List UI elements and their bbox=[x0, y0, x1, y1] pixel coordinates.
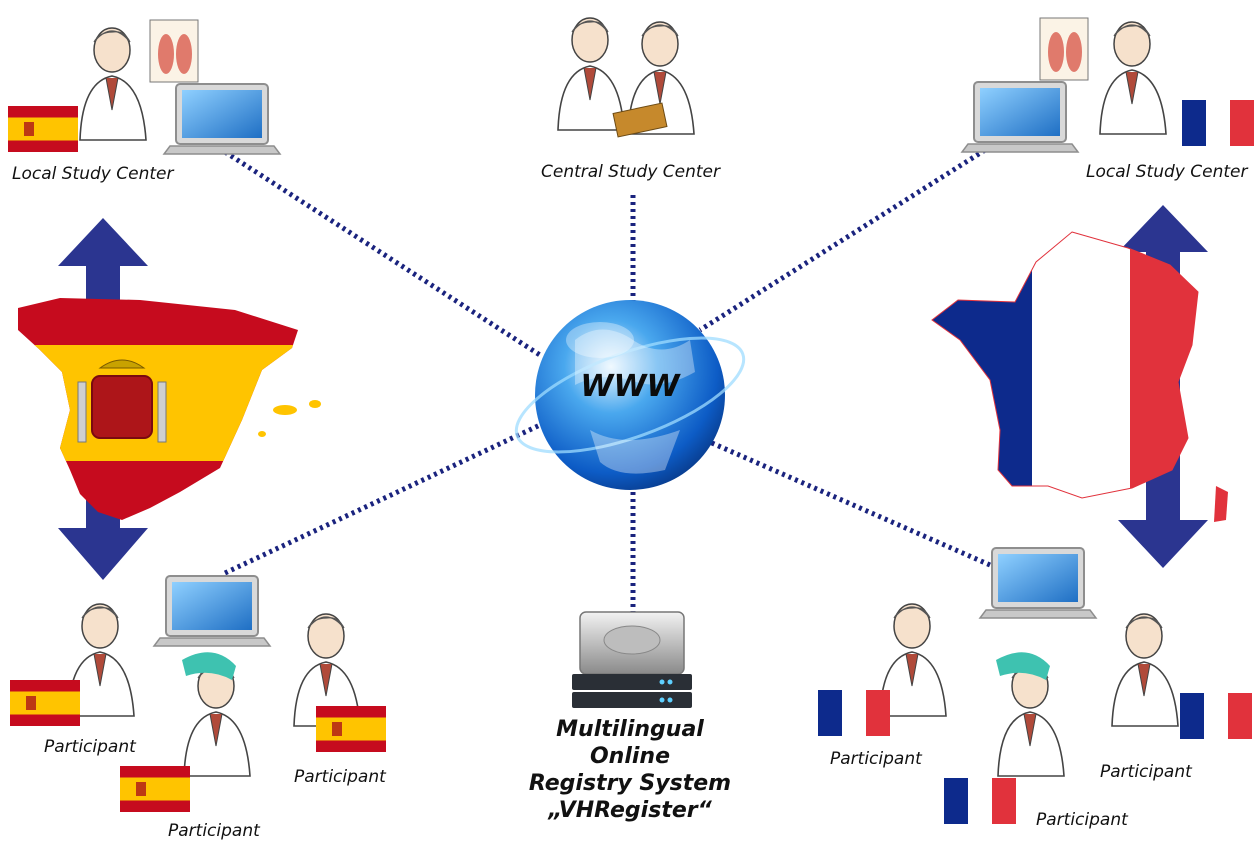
label-central-study-center: Central Study Center bbox=[541, 162, 721, 182]
france-flag-icon bbox=[944, 778, 1016, 824]
surgical-cap-icon bbox=[996, 652, 1050, 680]
lung-poster-icon bbox=[1039, 17, 1089, 81]
doctor-icon bbox=[79, 27, 147, 141]
label-local-study-center-left: Local Study Center bbox=[12, 164, 174, 184]
registry-line-2: Online bbox=[589, 744, 671, 769]
label-participant-es-1: Participant bbox=[44, 737, 136, 757]
globe-icon: WWW bbox=[514, 300, 746, 490]
doctor-icon bbox=[183, 663, 251, 777]
lung-poster-icon bbox=[149, 19, 199, 83]
laptop-icon bbox=[153, 575, 271, 647]
doctor-icon bbox=[1099, 21, 1167, 135]
link-participants-left bbox=[223, 422, 542, 576]
laptop-icon bbox=[979, 547, 1097, 619]
spain-flag-icon bbox=[8, 106, 78, 152]
laptop-icon bbox=[961, 81, 1079, 153]
registry-label: Multilingual Online Registry System „VHR… bbox=[500, 716, 760, 824]
surgical-cap-icon bbox=[182, 652, 236, 680]
label-participant-fr-2: Participant bbox=[1100, 762, 1192, 782]
france-map-icon bbox=[931, 231, 1228, 522]
spain-flag-icon bbox=[120, 766, 190, 812]
server-icon bbox=[572, 611, 692, 708]
doctor-icon bbox=[997, 663, 1065, 777]
globe-label: WWW bbox=[580, 369, 681, 404]
clipboard-icon bbox=[612, 102, 668, 138]
spain-map-icon bbox=[18, 298, 321, 520]
link-local-right bbox=[698, 147, 987, 333]
laptop-icon bbox=[163, 83, 281, 155]
label-participant-fr-3: Participant bbox=[1036, 810, 1128, 830]
spain-coat-of-arms bbox=[77, 359, 167, 443]
registry-line-3: Registry System bbox=[528, 771, 732, 796]
label-participant-es-2: Participant bbox=[294, 767, 386, 787]
link-participants-right bbox=[703, 437, 992, 568]
registry-line-4: „VHRegister“ bbox=[548, 798, 712, 823]
france-flag-icon bbox=[1180, 693, 1252, 739]
doctor-icon bbox=[1111, 613, 1179, 727]
connection-lines bbox=[223, 147, 992, 612]
spain-flag-icon bbox=[316, 706, 386, 752]
france-flag-icon bbox=[818, 690, 890, 736]
spain-flag-icon bbox=[10, 680, 80, 726]
label-participant-es-3: Participant bbox=[168, 821, 260, 841]
label-participant-fr-1: Participant bbox=[830, 749, 922, 769]
label-local-study-center-right: Local Study Center bbox=[1086, 162, 1248, 182]
france-flag-icon bbox=[1182, 100, 1254, 146]
registry-line-1: Multilingual bbox=[556, 717, 704, 742]
